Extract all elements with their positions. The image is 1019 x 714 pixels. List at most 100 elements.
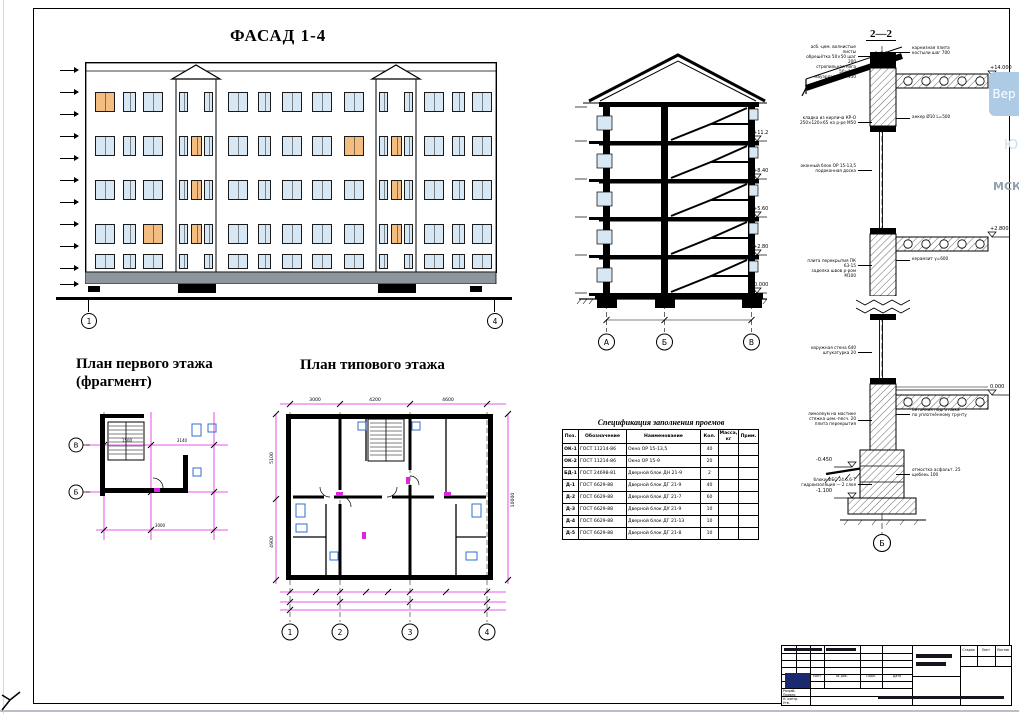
- plan-typical-drawing: 3000 4200 4600 5100 4900 10000 1 2 3 4: [269, 397, 516, 641]
- wall-segment: [869, 233, 897, 297]
- facade-window: [191, 224, 202, 244]
- spec-cell: 10: [701, 516, 719, 528]
- spec-cell: Окно ОР 15-9: [627, 456, 701, 468]
- spec-cell: [739, 468, 759, 480]
- plan-first-drawing: В Б 1500 3140 3000: [68, 412, 228, 540]
- watermark-letter: Ю: [1004, 138, 1019, 153]
- facade-window: [452, 92, 465, 112]
- level-text: +5.600: [753, 206, 768, 212]
- entrance-mark: [178, 284, 216, 293]
- dim-text: 4200: [369, 397, 381, 403]
- facade-window: [379, 92, 388, 112]
- axis-label: В: [749, 338, 754, 347]
- leader-line: [858, 170, 872, 171]
- level-mark: [60, 111, 79, 117]
- dim-text: 3000: [309, 397, 321, 403]
- watermark-text: МСК: [993, 180, 1019, 193]
- facade-window: [282, 224, 302, 244]
- axis-bubble: [872, 533, 892, 553]
- footing: [847, 497, 917, 515]
- detail-note: анкер Ø10 L=500: [912, 113, 951, 119]
- facade-window: [204, 180, 213, 200]
- overlay-button[interactable]: Вер: [989, 72, 1019, 116]
- facade-window: [228, 92, 248, 112]
- partitions: [293, 419, 486, 575]
- title-block-line: [960, 666, 1011, 667]
- stair-tower-gable: [369, 64, 423, 80]
- facade-window: [344, 224, 364, 244]
- level-mark: [60, 67, 79, 73]
- inner-walls: [293, 419, 486, 575]
- spec-cell: ГОСТ 11214-86: [579, 456, 627, 468]
- leader-line: [858, 352, 872, 353]
- facade-window: [143, 180, 163, 200]
- axis-label: 4: [485, 628, 490, 637]
- leader-line: [858, 122, 872, 123]
- spec-cell: [719, 480, 739, 492]
- leader-line: [896, 260, 910, 261]
- staircase: [670, 107, 749, 293]
- plumbing-fixtures: [295, 421, 482, 561]
- level-text: -1.100: [816, 488, 832, 494]
- facade-window: [179, 92, 188, 112]
- spec-cell: Д-4: [563, 516, 579, 528]
- axis-bubble: [68, 437, 84, 453]
- level-text: 0.000: [754, 282, 768, 288]
- title-block-line: [782, 696, 912, 697]
- floor-slabs: [595, 141, 763, 299]
- sheet-edge-left: [3, 0, 4, 714]
- spec-cell: Дверной блок ДГ 21-9: [627, 480, 701, 492]
- facade-window: [472, 180, 492, 200]
- section-axis-bubbles: [598, 333, 760, 351]
- title-block-stage-label: Стадия: [962, 648, 975, 652]
- facade-window: [228, 224, 248, 244]
- leader-line: [896, 52, 910, 53]
- title-block-stage-label: Лист: [981, 648, 991, 652]
- balcony-slabs: [589, 141, 599, 296]
- spec-cell: 10: [701, 504, 719, 516]
- leader-line: [858, 56, 872, 57]
- spec-cell: 2: [701, 468, 719, 480]
- sill: [870, 228, 896, 234]
- spec-cell: [739, 516, 759, 528]
- dim-ticks: [603, 316, 755, 324]
- spec-cell: [719, 492, 739, 504]
- level-text: 0.000: [990, 384, 1004, 390]
- level-text: +2.800: [990, 226, 1009, 232]
- spec-cell: ГОСТ 6629-88: [579, 504, 627, 516]
- facade-window: [228, 136, 248, 156]
- dimension-lines: [86, 412, 228, 540]
- spec-title: Спецификация заполнения проемов: [597, 418, 725, 427]
- dim-text: 4900: [269, 536, 275, 548]
- outer-walls: [286, 414, 493, 580]
- facade-window: [282, 92, 302, 112]
- spec-cell: ОК-2: [563, 456, 579, 468]
- foundation-wall: [859, 449, 905, 499]
- leader-line: [858, 484, 872, 485]
- facade-window: [95, 254, 115, 269]
- spec-cell: [719, 516, 739, 528]
- title-block-stage-label: Листов: [997, 648, 1009, 652]
- level-flags: [752, 135, 767, 294]
- facade-window: [452, 136, 465, 156]
- facade-window: [204, 224, 213, 244]
- facade-window: [179, 180, 188, 200]
- leader-line: [896, 118, 910, 119]
- dim-ticks: [272, 400, 512, 614]
- spec-cell: Д-3: [563, 504, 579, 516]
- dim-text: 4600: [442, 397, 454, 403]
- facade-window: [258, 254, 271, 269]
- facade-window: [204, 136, 213, 156]
- plan-first-subtitle: (фрагмент): [76, 374, 152, 390]
- axis-bubbles: [281, 623, 496, 641]
- facade-window: [312, 136, 332, 156]
- facade-window: [404, 92, 413, 112]
- spec-cell: 40: [701, 444, 719, 456]
- leader-line: [896, 474, 910, 475]
- spec-cell: [719, 504, 739, 516]
- facade-window: [391, 180, 402, 200]
- level-text: +8.400: [753, 168, 768, 174]
- title-block-line: [912, 646, 913, 705]
- title-block-text-bar: [916, 654, 952, 658]
